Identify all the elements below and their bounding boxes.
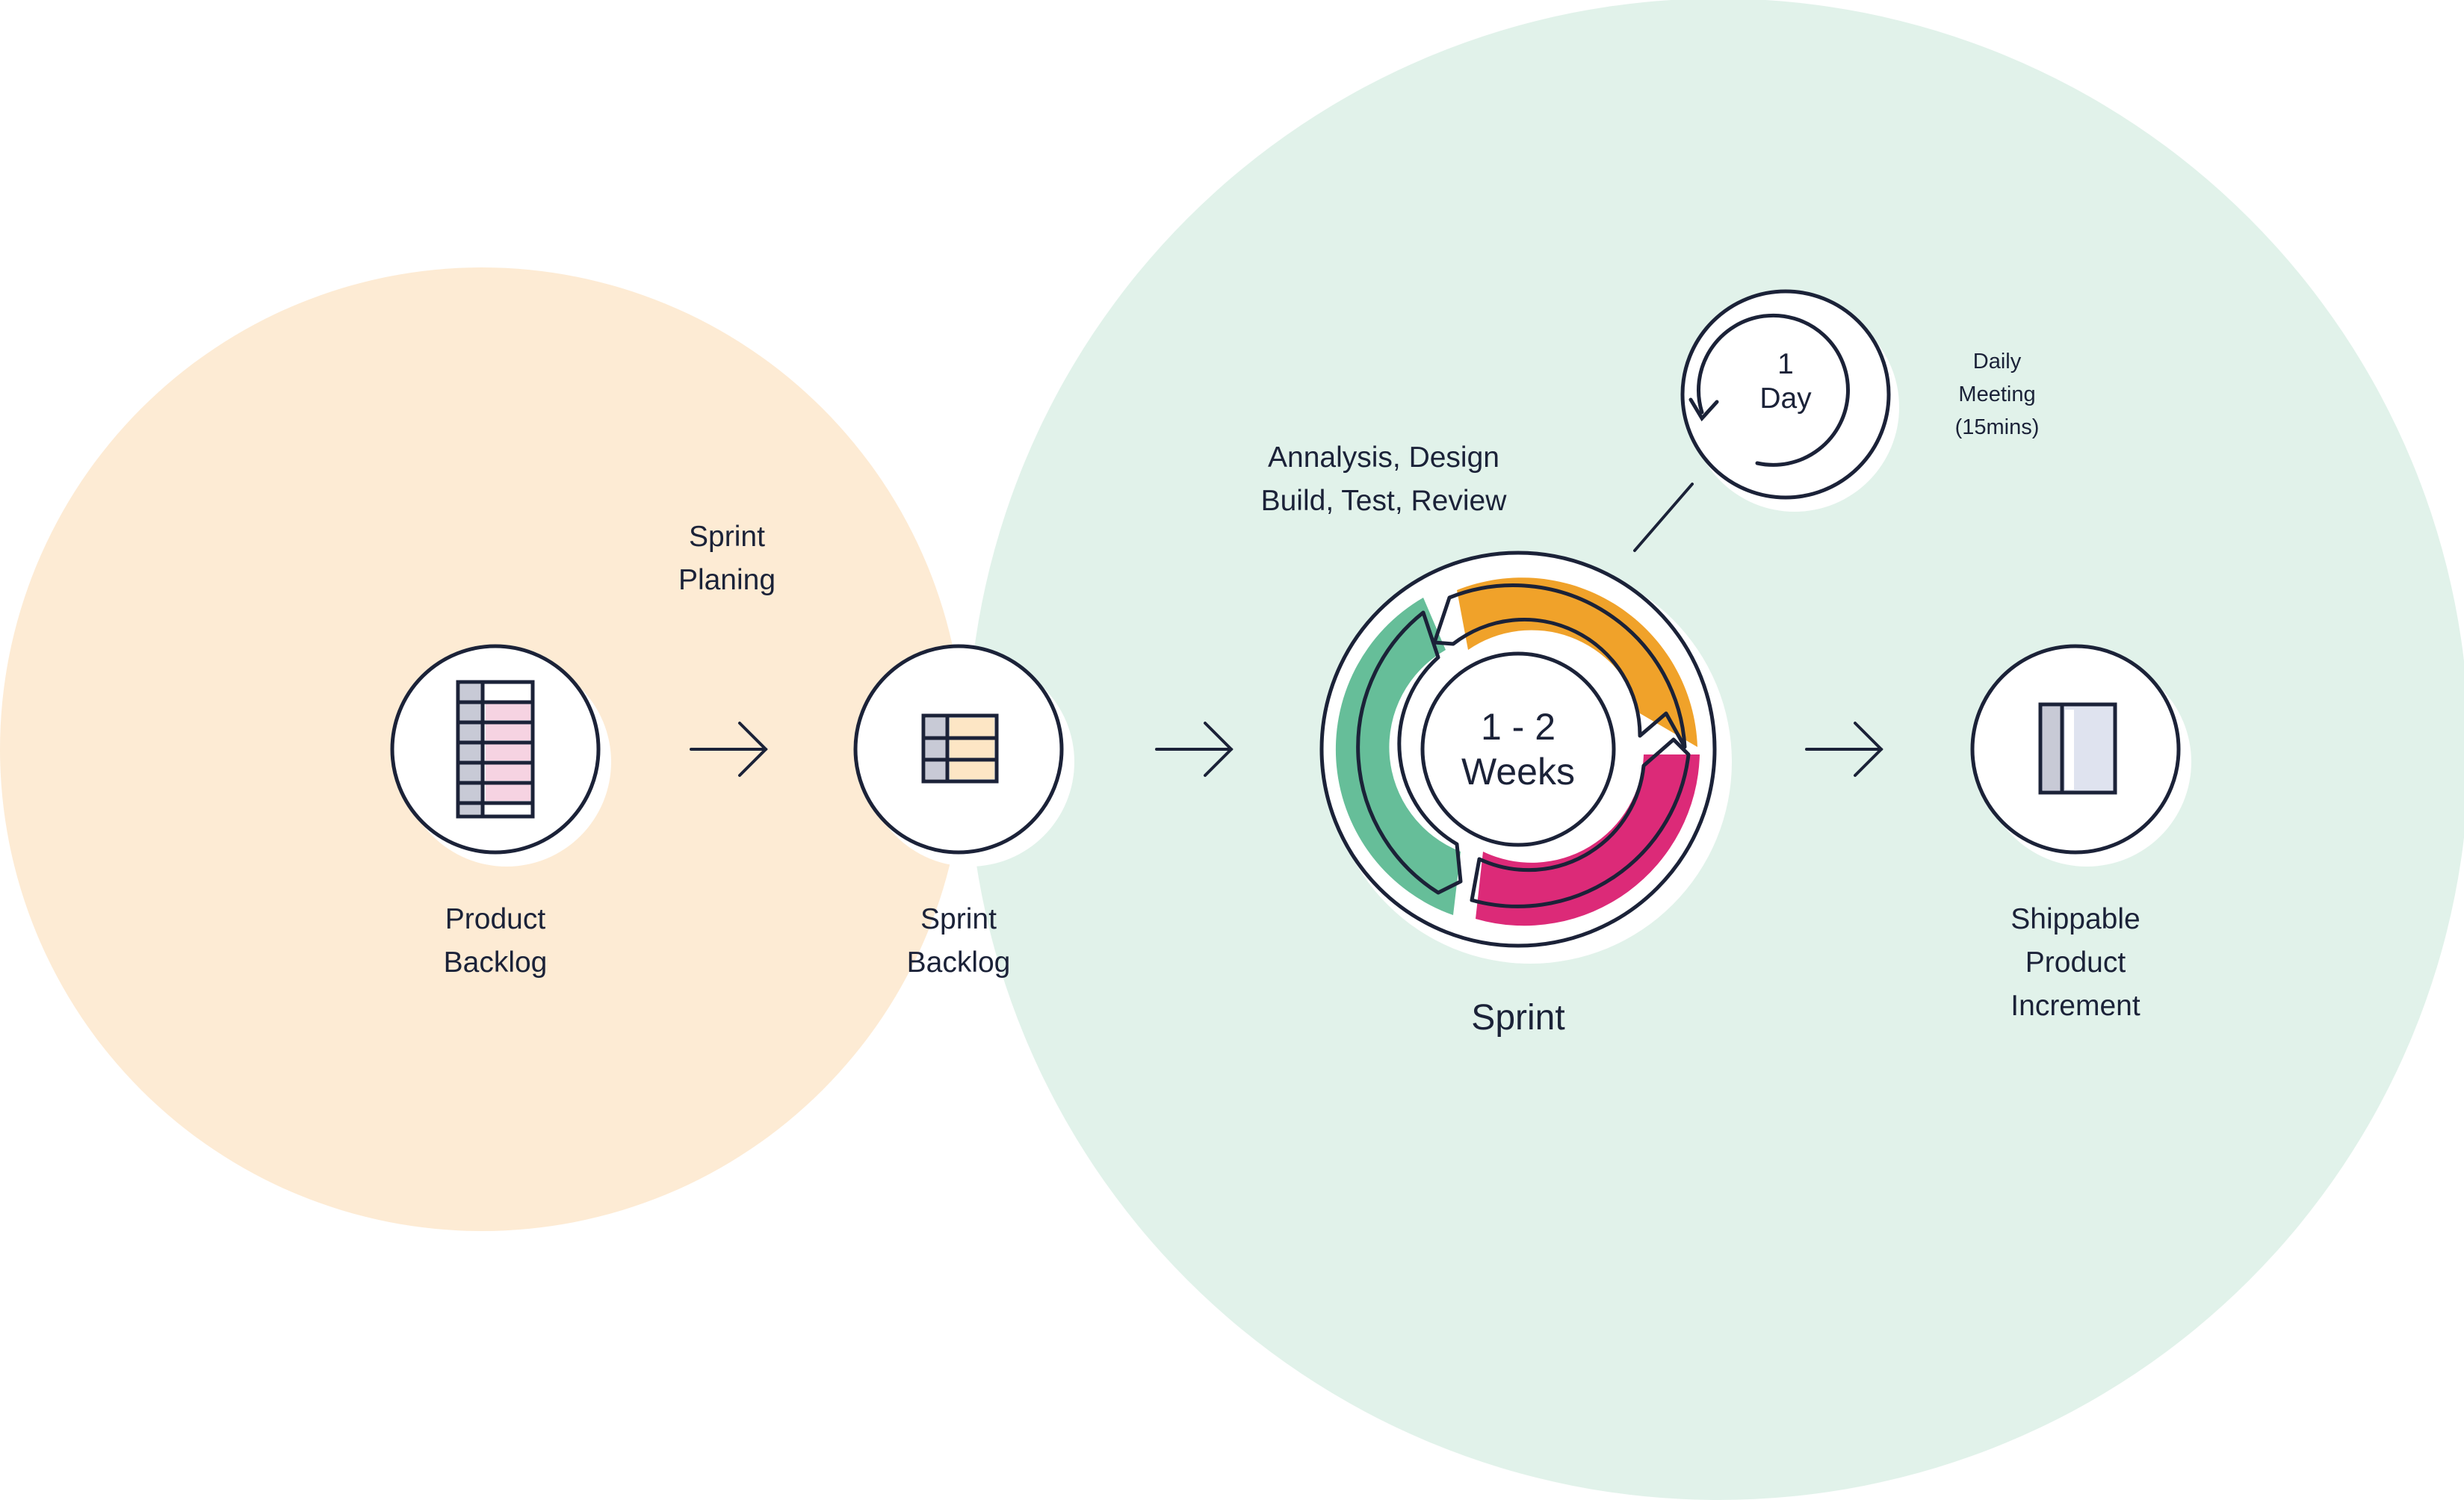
increment-node [1970,644,2191,867]
activities-line-1: Annalysis, Design [1268,441,1499,474]
day-cycle-line-1: 1 [1777,348,1794,380]
activities-label: Annalysis, Design Build, Test, Review [1204,436,1563,523]
day-cycle-label: 1 Day [1711,347,1860,416]
daily-cycle-node [1680,289,1899,512]
sprint-planning-line-2: Planing [678,564,776,596]
product-backlog-line-2: Backlog [443,946,548,979]
duration-line-2: Weeks [1461,751,1575,793]
shippable-increment-line-2: Product [2025,946,2126,979]
daily-meeting-line-3: (15mins) [1954,415,2040,439]
activities-line-2: Build, Test, Review [1260,485,1507,517]
daily-meeting-line-2: Meeting [1958,382,2036,406]
sprint-backlog-label: Sprint Backlog [869,898,1048,985]
sprint-backlog-line-1: Sprint [920,903,997,935]
cycle-arrows-icon [1335,577,1700,926]
sprint-backlog-node [853,644,1074,867]
product-backlog-line-1: Product [445,903,546,935]
sprint-text: Sprint [1471,998,1565,1038]
daily-meeting-line-1: Daily [1972,350,2022,374]
duration-label: 1 - 2 Weeks [1425,704,1612,794]
sprint-planning-label: Sprint Planing [645,515,809,602]
sprint-label: Sprint [1406,996,1630,1041]
table-icon [921,713,999,784]
day-cycle-line-2: Day [1759,382,1812,415]
sprint-backlog-line-2: Backlog [906,946,1011,979]
daily-meeting-label: Daily Meeting (15mins) [1900,345,2094,444]
refresh-arrow-icon [1688,313,1850,467]
shippable-increment-label: Shippable Product Increment [1971,898,2180,1028]
daily-connector-line [1633,483,1694,552]
document-panel-icon [2038,702,2117,795]
arrow-right-icon [1155,722,1233,777]
table-list-icon [456,680,535,819]
duration-line-1: 1 - 2 [1480,706,1556,748]
sprint-cycle-node [1319,551,1732,964]
product-backlog-label: Product Backlog [406,898,585,985]
arrow-right-icon [690,722,768,777]
shippable-increment-line-1: Shippable [2010,903,2140,935]
product-backlog-node [390,644,611,867]
shippable-increment-line-3: Increment [2010,990,2140,1022]
sprint-planning-line-1: Sprint [689,521,765,553]
arrow-right-icon [1805,722,1883,777]
